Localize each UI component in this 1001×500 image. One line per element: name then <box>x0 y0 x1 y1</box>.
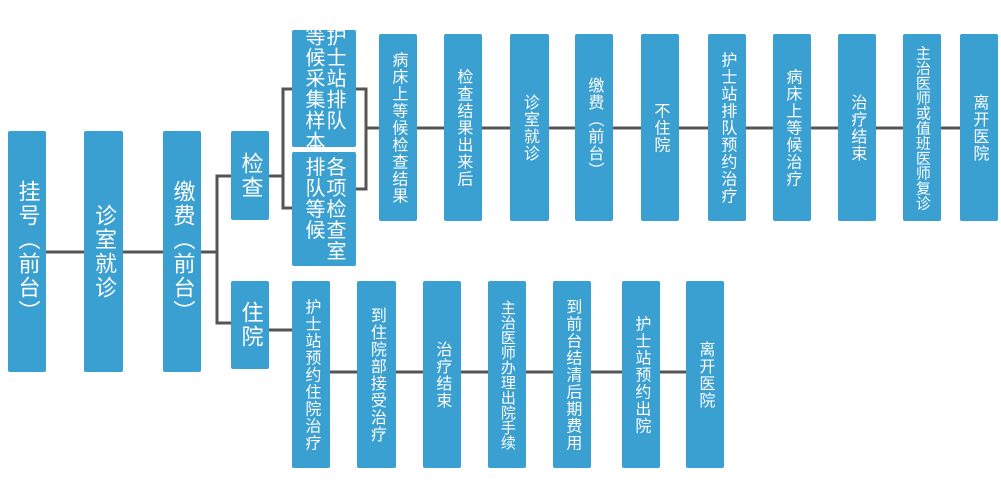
node-inpatient: 住院 <box>231 281 269 369</box>
node-no-stay-label: 不住院 <box>651 102 671 153</box>
node-nurse-admit-label: 护士站预约住院治疗 <box>302 298 322 451</box>
node-sample: 护士站排队等候采集样本 <box>292 26 356 152</box>
node-result-out-label: 检查结果出来后 <box>454 68 474 187</box>
node-consult-label: 诊室就诊 <box>91 203 117 300</box>
node-sample-col1: 护士站排队 <box>323 25 347 131</box>
node-pay2-label: 缴费（前台） <box>585 76 605 179</box>
node-discharge-proc: 主治医师办理出院手续 <box>488 281 526 468</box>
node-result-out: 检查结果出来后 <box>444 34 482 221</box>
node-settle-label: 到前台结清后期费用 <box>563 298 583 451</box>
node-leave2-label: 离开医院 <box>696 340 716 409</box>
node-wait-result-label: 病床上等候检查结果 <box>389 51 409 204</box>
node-dept-col2: 排队等候 <box>302 156 326 241</box>
node-nurse-discharge: 护士站预约出院 <box>622 281 660 468</box>
node-exam: 检查 <box>231 131 269 220</box>
node-bed-wait-treat: 病床上等候治疗 <box>773 34 811 221</box>
node-sample-text: 护士站排队等候采集样本 <box>302 25 347 152</box>
node-pay: 缴费（前台） <box>163 131 201 372</box>
node-treat-end: 治疗结束 <box>838 34 876 221</box>
node-wait-result: 病床上等候检查结果 <box>379 34 417 221</box>
connector-merge-sample-dept <box>356 87 368 191</box>
node-leave2: 离开医院 <box>686 281 724 468</box>
node-nurse-queue: 护士站排队预约治疗 <box>708 34 746 221</box>
node-nurse-queue-label: 护士站排队预约治疗 <box>718 51 738 204</box>
node-no-stay: 不住院 <box>641 34 679 221</box>
node-consult: 诊室就诊 <box>84 131 123 372</box>
node-inpatient-label: 住院 <box>237 301 263 349</box>
node-sample-col2: 等候采集样本 <box>302 25 326 152</box>
node-treat-end2-label: 治疗结束 <box>433 340 453 409</box>
node-register-label: 挂号（前台） <box>14 179 40 324</box>
connector-fork-exam-inpatient <box>215 174 231 325</box>
node-leave1: 离开医院 <box>960 34 998 221</box>
node-settle: 到前台结清后期费用 <box>553 281 591 468</box>
node-pay2: 缴费（前台） <box>575 34 613 221</box>
node-discharge-proc-label: 主治医师办理出院手续 <box>498 299 517 450</box>
node-bed-wait-treat-label: 病床上等候治疗 <box>783 68 803 187</box>
node-consult2: 诊室就诊 <box>510 34 549 221</box>
node-dept: 各项检查室排队等候 <box>292 152 356 266</box>
node-nurse-discharge-label: 护士站预约出院 <box>632 315 652 434</box>
node-consult2-label: 诊室就诊 <box>520 93 540 162</box>
node-dept-col1: 各项检查室 <box>323 156 347 262</box>
node-treat-end-label: 治疗结束 <box>848 93 868 162</box>
connector-fork-sample-dept <box>281 87 292 210</box>
node-register: 挂号（前台） <box>8 131 46 372</box>
node-dept-text: 各项检查室排队等候 <box>302 156 347 262</box>
node-treat-end2: 治疗结束 <box>423 281 461 468</box>
node-nurse-admit: 护士站预约住院治疗 <box>292 281 330 468</box>
node-pay-label: 缴费（前台） <box>169 179 195 324</box>
node-doctor-review: 主治医师或值班医师复诊 <box>903 34 941 221</box>
node-ward-accept-label: 到住院部接受治疗 <box>367 306 387 443</box>
node-exam-label: 检查 <box>237 151 263 200</box>
node-leave1-label: 离开医院 <box>970 93 990 162</box>
node-ward-accept: 到住院部接受治疗 <box>357 281 396 468</box>
node-doctor-review-label: 主治医师或值班医师复诊 <box>913 45 932 210</box>
